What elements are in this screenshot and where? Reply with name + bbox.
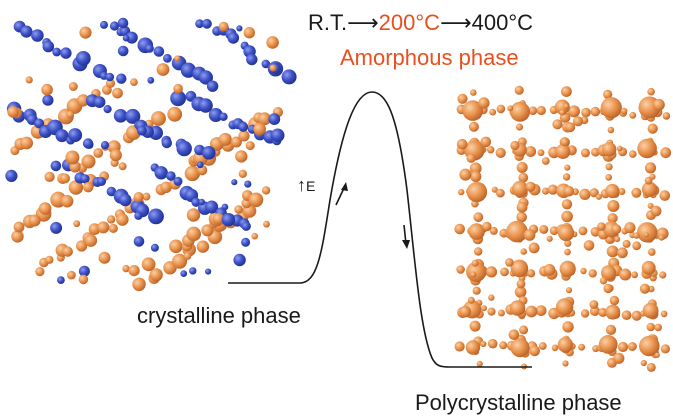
crystalline-phase-label: crystalline phase xyxy=(137,303,301,328)
arrow-1: ⟶ xyxy=(347,10,379,35)
up-arrow-icon: ↑ xyxy=(297,175,306,195)
polycrystalline-phase-label: Polycrystalline phase xyxy=(415,390,622,415)
temp-end: 400°C xyxy=(471,10,534,35)
temp-start: R.T. xyxy=(308,10,348,35)
energy-axis-label: ↑E xyxy=(297,175,315,196)
energy-symbol: E xyxy=(306,178,316,194)
temp-mid: 200°C xyxy=(378,10,441,35)
amorphous-phase-label: Amorphous phase xyxy=(340,45,519,70)
up-right-arrow-icon xyxy=(335,182,348,206)
arrow-2: ⟶ xyxy=(440,10,472,35)
down-arrow-icon xyxy=(402,224,410,249)
energy-curve xyxy=(228,91,532,368)
temperature-sequence: R.T.⟶200°C⟶400°C xyxy=(308,10,533,36)
